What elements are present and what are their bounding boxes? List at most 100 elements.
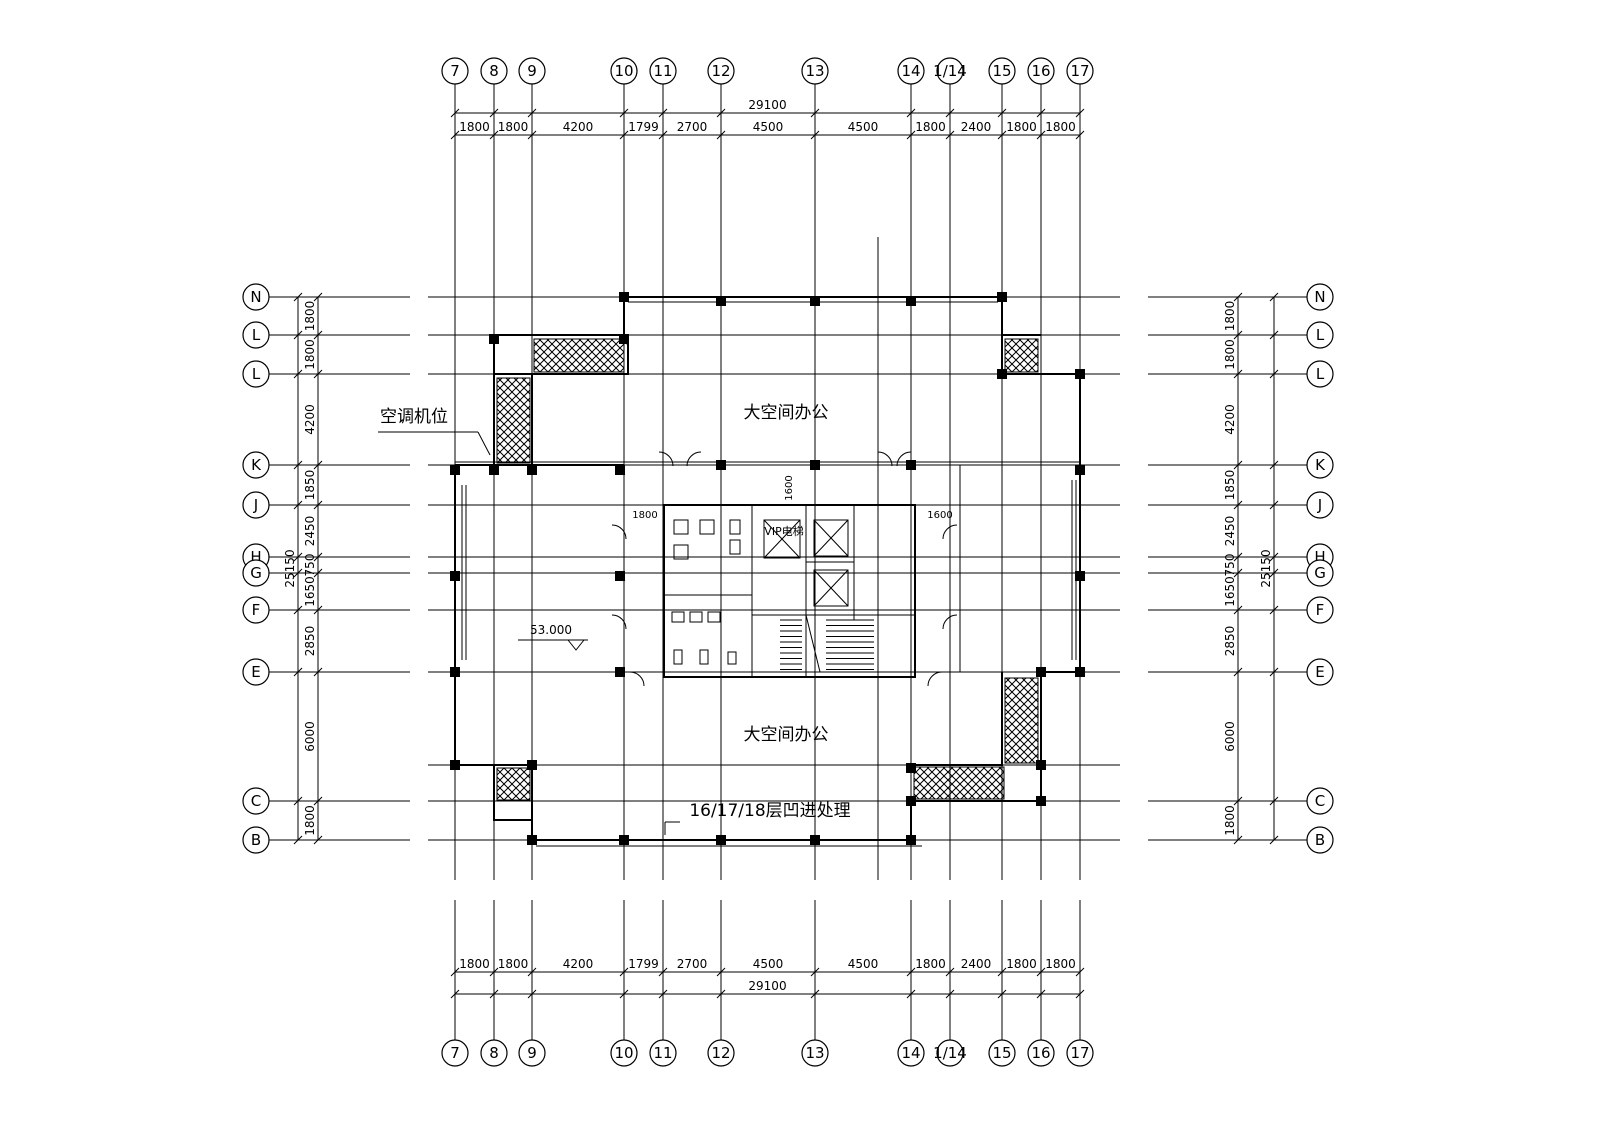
axis-label: 1/14 (933, 62, 967, 80)
recess-note: 16/17/18层凹进处理 (689, 801, 850, 821)
elevation-marker: 53.000 (518, 623, 588, 651)
axis-label: N (250, 288, 261, 306)
dim-segment-y: 1800 (1223, 805, 1237, 836)
axis-bubble (480, 1039, 508, 1067)
dim-segment-x: 1799 (628, 957, 659, 971)
axis-bubble (441, 57, 469, 85)
axis-bubble (441, 1039, 469, 1067)
axis-label: H (250, 548, 261, 566)
dim-segment-y: 1800 (303, 301, 317, 332)
dim-segment-y: 750 (1223, 554, 1237, 577)
axis-label: L (1316, 326, 1325, 344)
axis-label: E (251, 663, 260, 681)
dim-segment-y: 750 (303, 554, 317, 577)
axis-label: B (1315, 831, 1325, 849)
dim-segment-x: 4200 (563, 120, 594, 134)
dim-segment-x: 2400 (961, 120, 992, 134)
axis-bubble (988, 57, 1016, 85)
column (450, 571, 460, 581)
column (450, 760, 460, 770)
column (997, 292, 1007, 302)
column (716, 296, 726, 306)
axis-bubble (242, 826, 270, 854)
dim-segment-x: 1799 (628, 120, 659, 134)
axis-bubble (518, 1039, 546, 1067)
axis-bubble (707, 57, 735, 85)
column (527, 760, 537, 770)
axis-bubble (1306, 451, 1334, 479)
column (615, 571, 625, 581)
axis-bubble (1027, 57, 1055, 85)
axis-bubble (1306, 559, 1334, 587)
room-label-bottom: 大空间办公 (744, 725, 829, 745)
dim-segment-y: 1800 (303, 339, 317, 370)
dim-segment-x: 4200 (563, 957, 594, 971)
dim-segment-x: 1800 (459, 120, 490, 134)
axis-label: 15 (992, 1044, 1011, 1062)
column (619, 334, 629, 344)
axis-bubble (1306, 360, 1334, 388)
axis-bubble (1306, 826, 1334, 854)
dim-segment-x: 1800 (498, 120, 529, 134)
vertical-grid-axes: 778899101011111212131314141/141/14151516… (441, 57, 1094, 1067)
core-dim-right: 1600 (927, 510, 952, 521)
column (450, 667, 460, 677)
column (716, 835, 726, 845)
axis-label: 7 (450, 62, 460, 80)
axis-label: J (1317, 496, 1322, 514)
core-dim-left: 1800 (632, 510, 657, 521)
axis-bubble (610, 57, 638, 85)
axis-bubble (897, 1039, 925, 1067)
column (615, 465, 625, 475)
axis-label: 15 (992, 62, 1011, 80)
column (1036, 667, 1046, 677)
axis-bubble (242, 559, 270, 587)
axis-bubble (610, 1039, 638, 1067)
axis-label: 9 (527, 1044, 537, 1062)
axis-bubble (1027, 1039, 1055, 1067)
dim-segment-y: 2850 (303, 626, 317, 657)
dim-segment-x: 2700 (677, 120, 708, 134)
axis-label: 17 (1070, 1044, 1089, 1062)
dim-segment-x: 1800 (1006, 957, 1037, 971)
column (1075, 465, 1085, 475)
axis-bubble (1066, 1039, 1094, 1067)
axis-label: 16 (1031, 1044, 1050, 1062)
axis-label: 12 (711, 62, 730, 80)
column (619, 292, 629, 302)
vip-elevator-label: VIP电梯 (764, 525, 803, 538)
column (1075, 571, 1085, 581)
axis-bubble (707, 1039, 735, 1067)
dim-segment-y: 2850 (1223, 626, 1237, 657)
dim-segment-x: 4500 (753, 120, 784, 134)
axis-bubble (897, 57, 925, 85)
axis-bubble (1306, 283, 1334, 311)
dim-segment-y: 1650 (303, 576, 317, 607)
axis-label: 9 (527, 62, 537, 80)
axis-label: L (252, 326, 261, 344)
column (1036, 796, 1046, 806)
axis-label: 10 (614, 1044, 633, 1062)
dim-segment-x: 4500 (848, 957, 879, 971)
axis-label: C (1315, 792, 1325, 810)
axis-bubble (242, 360, 270, 388)
axis-label: G (1314, 564, 1326, 582)
axis-label: 11 (653, 1044, 672, 1062)
column (906, 835, 916, 845)
axis-label: 11 (653, 62, 672, 80)
dim-segment-y: 4200 (303, 404, 317, 435)
axis-bubble (242, 283, 270, 311)
column (906, 460, 916, 470)
column (527, 835, 537, 845)
axis-bubble (518, 57, 546, 85)
dim-segment-y: 2450 (1223, 516, 1237, 547)
axis-bubble (242, 787, 270, 815)
axis-label: 8 (489, 1044, 499, 1062)
dim-segment-x: 1800 (915, 120, 946, 134)
axis-bubble (801, 1039, 829, 1067)
axis-label: K (251, 456, 262, 474)
axis-label: 8 (489, 62, 499, 80)
dim-segment-x: 4500 (753, 957, 784, 971)
axis-label: 16 (1031, 62, 1050, 80)
